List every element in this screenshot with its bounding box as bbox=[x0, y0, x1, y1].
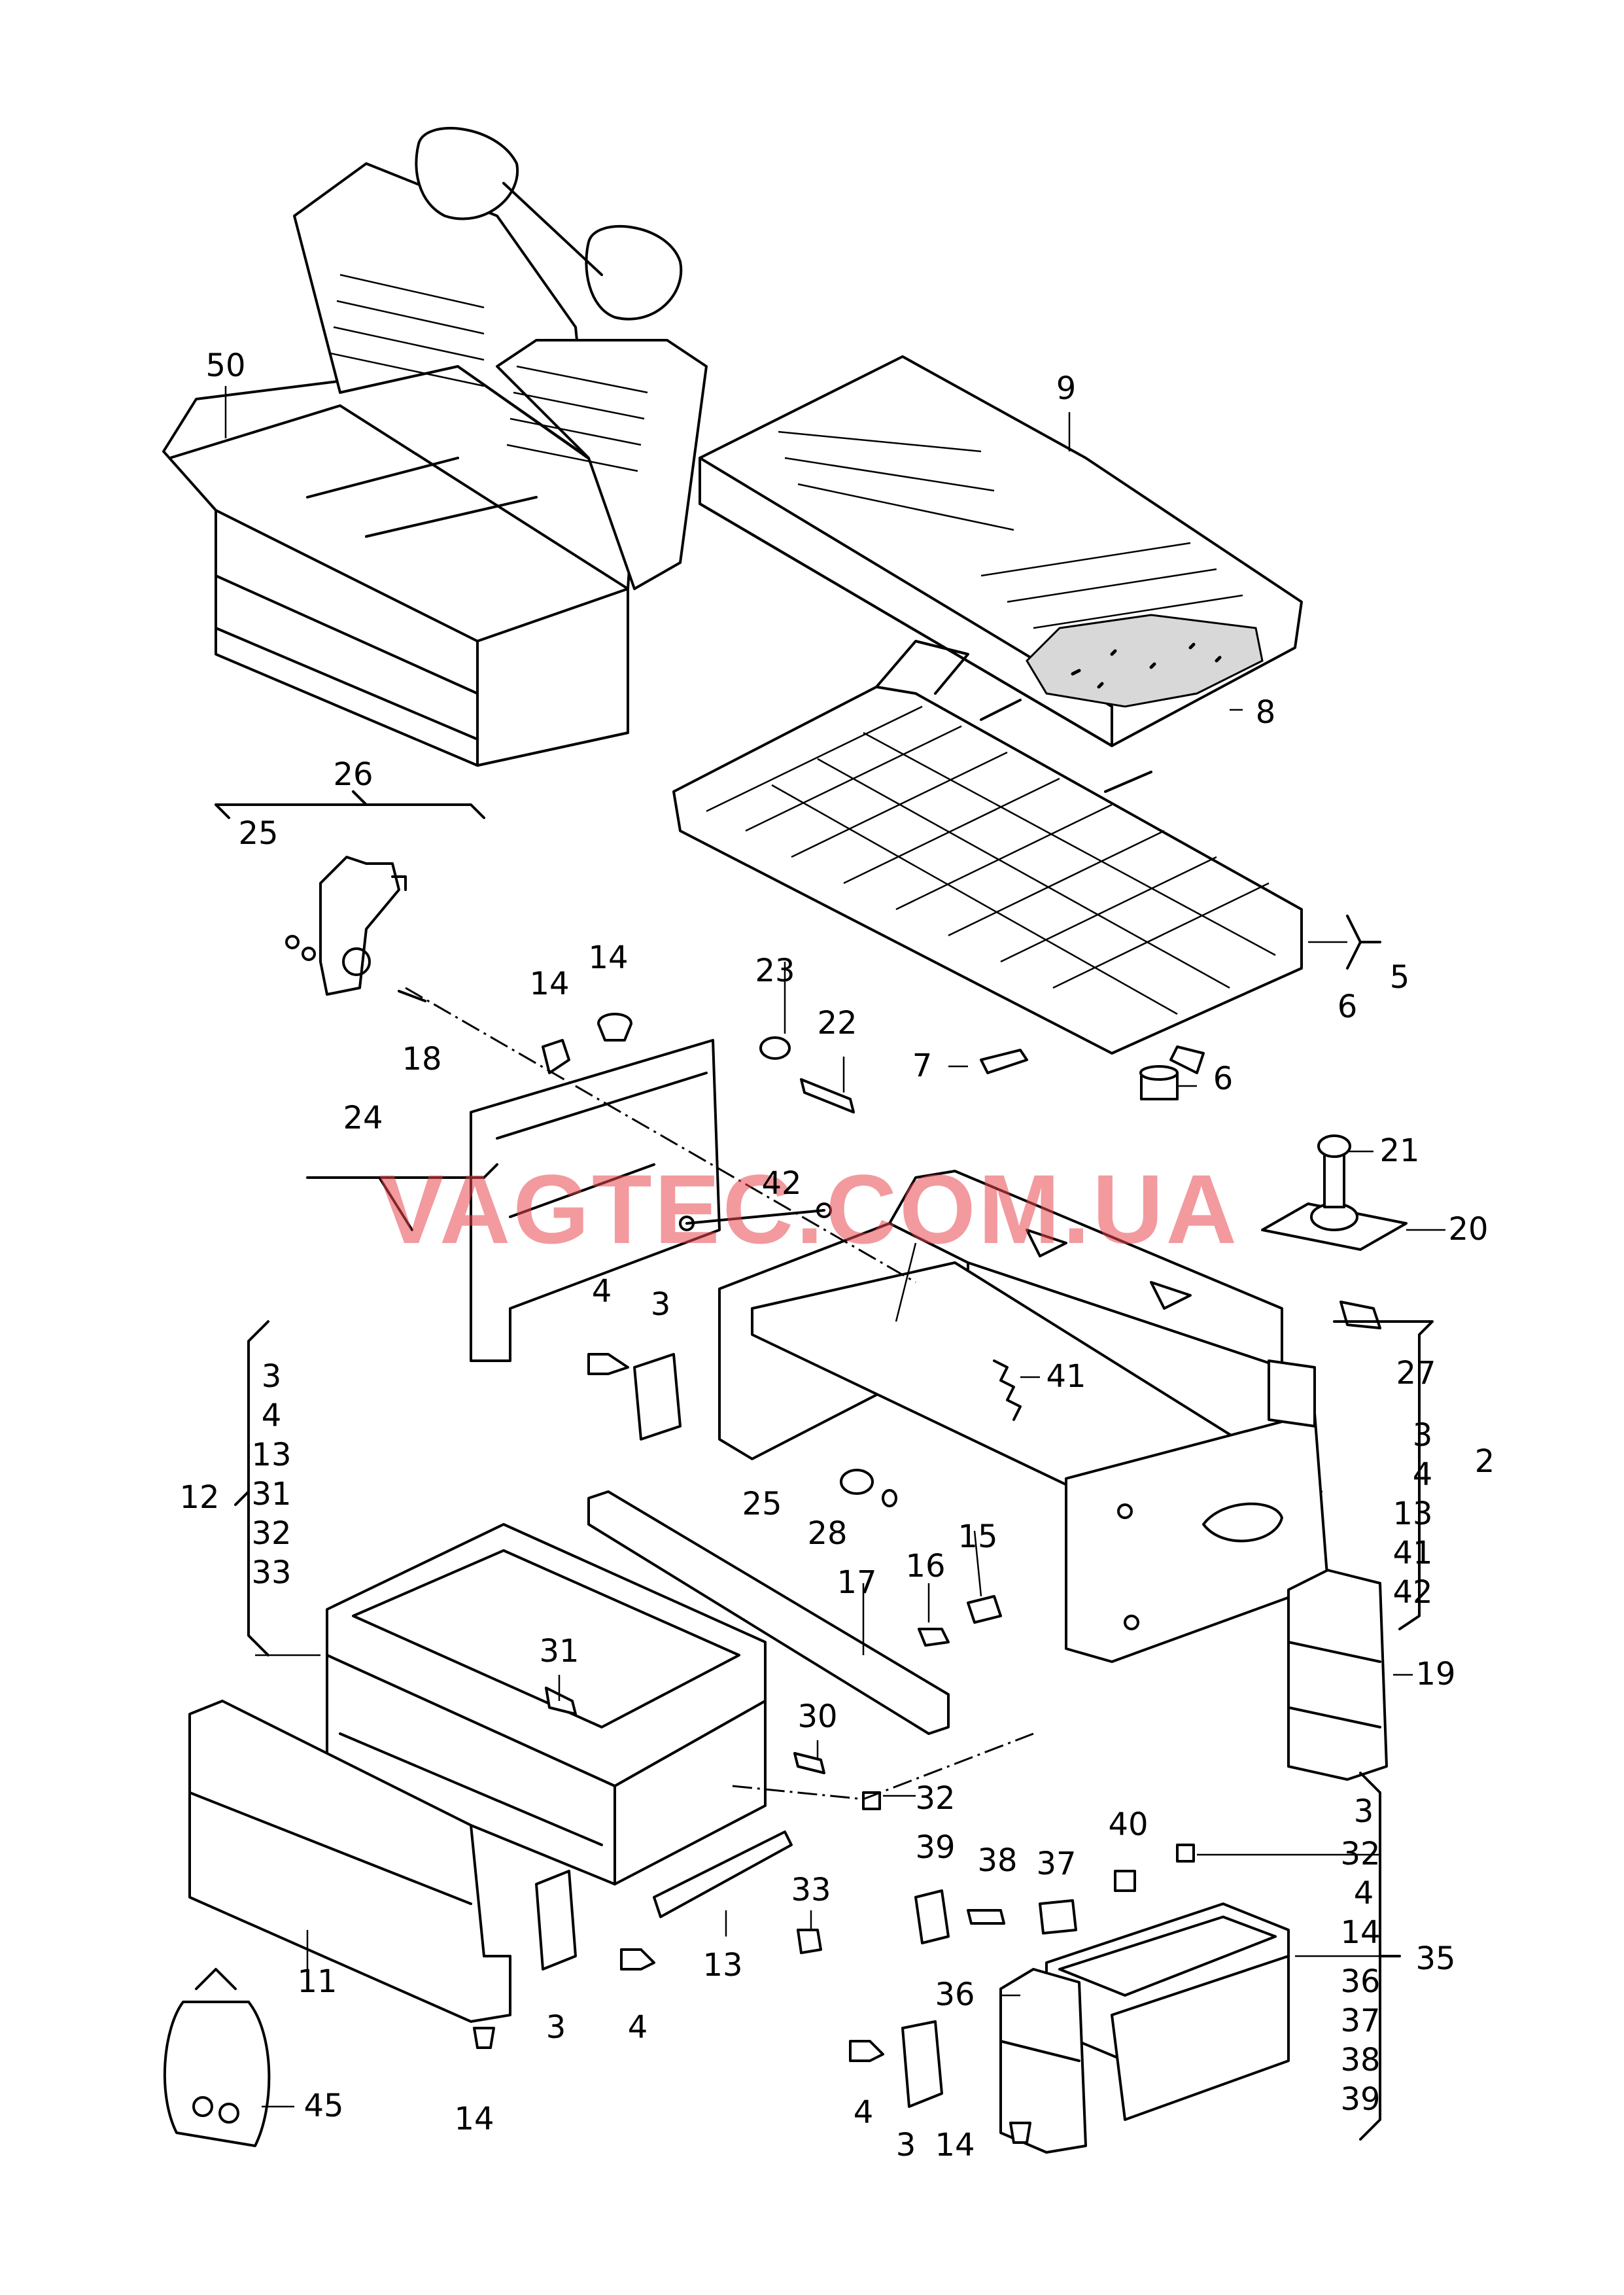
side-cover bbox=[1287, 1569, 1388, 1781]
label-25-washer: 25 bbox=[742, 1486, 782, 1522]
label-4-c: 4 bbox=[854, 2094, 874, 2131]
label-25-latch: 25 bbox=[238, 815, 278, 852]
label-6-bumper: 6 bbox=[1213, 1060, 1234, 1097]
label-14-a: 14 bbox=[529, 966, 569, 1002]
group-35-item: 39 bbox=[1340, 2081, 1380, 2118]
group-2-item: 13 bbox=[1392, 1496, 1432, 1532]
label-3-c: 3 bbox=[896, 2127, 916, 2164]
group-2-item: 4 bbox=[1413, 1456, 1433, 1493]
label-22: 22 bbox=[817, 1005, 857, 1042]
label-3-a: 3 bbox=[651, 1286, 671, 1323]
label-6: 6 bbox=[1338, 989, 1358, 1025]
label-19: 19 bbox=[1415, 1656, 1455, 1692]
group-braces bbox=[215, 790, 1434, 2141]
label-45: 45 bbox=[303, 2088, 343, 2124]
label-14-c: 14 bbox=[454, 2101, 494, 2137]
label-18: 18 bbox=[402, 1041, 441, 1077]
small-box bbox=[999, 1902, 1290, 2154]
label-2: 2 bbox=[1475, 1443, 1495, 1480]
group-35-list: 3 32 4 14 36 37 38 39 bbox=[1340, 1793, 1380, 2118]
label-38: 38 bbox=[977, 1842, 1017, 1879]
group-12-item: 31 bbox=[251, 1476, 291, 1513]
rail-strip bbox=[587, 1490, 950, 1735]
label-28: 28 bbox=[807, 1515, 847, 1552]
group-12-item: 33 bbox=[251, 1554, 291, 1591]
label-8: 8 bbox=[1256, 694, 1276, 731]
label-14-b: 14 bbox=[588, 939, 628, 976]
label-21: 21 bbox=[1379, 1132, 1419, 1169]
drawer bbox=[326, 1523, 767, 1885]
label-5: 5 bbox=[1390, 959, 1410, 996]
label-20: 20 bbox=[1448, 1211, 1488, 1248]
label-27: 27 bbox=[1396, 1355, 1436, 1392]
hinge-bracket bbox=[1261, 1134, 1408, 1251]
label-14-d: 14 bbox=[935, 2127, 975, 2164]
label-4-b: 4 bbox=[628, 2009, 648, 2046]
seat-cushion bbox=[699, 355, 1303, 747]
label-24: 24 bbox=[343, 1100, 383, 1136]
small-parts bbox=[473, 1013, 1381, 2144]
group-12-list: 3 4 13 31 32 33 bbox=[251, 1358, 291, 1591]
front-trim bbox=[188, 1700, 511, 2023]
group-35-item: 32 bbox=[1340, 1836, 1380, 1872]
group-35-item: 3 bbox=[1354, 1793, 1374, 1830]
hardware-bag bbox=[163, 1968, 271, 2147]
label-4-a: 4 bbox=[592, 1273, 612, 1310]
group-2-item: 41 bbox=[1392, 1535, 1432, 1571]
label-16: 16 bbox=[905, 1548, 945, 1585]
side-panel bbox=[470, 1039, 721, 1362]
part-labels: 50 9 8 26 25 14 14 23 22 7 6 6 5 18 24 4… bbox=[179, 347, 1494, 2164]
group-12-item: 32 bbox=[251, 1515, 291, 1552]
label-13: 13 bbox=[702, 1947, 742, 1984]
label-42: 42 bbox=[761, 1165, 801, 1202]
leader-lines bbox=[224, 386, 1445, 2108]
label-35: 35 bbox=[1415, 1940, 1455, 1977]
label-33: 33 bbox=[791, 1872, 831, 1908]
label-26: 26 bbox=[333, 756, 373, 793]
label-41: 41 bbox=[1046, 1358, 1086, 1395]
label-36: 36 bbox=[935, 1976, 975, 2013]
group-35-item: 38 bbox=[1340, 2042, 1380, 2078]
assembly-axes bbox=[405, 987, 1034, 1800]
group-35-item: 14 bbox=[1340, 1914, 1380, 1951]
label-11: 11 bbox=[297, 1963, 337, 2000]
label-12: 12 bbox=[179, 1479, 219, 1516]
group-35-item: 4 bbox=[1354, 1875, 1374, 1912]
group-2-item: 42 bbox=[1392, 1574, 1432, 1611]
label-32: 32 bbox=[915, 1780, 955, 1817]
label-37: 37 bbox=[1036, 1846, 1076, 1882]
label-3-b: 3 bbox=[546, 2009, 566, 2046]
group-12-item: 3 bbox=[262, 1358, 282, 1395]
label-9: 9 bbox=[1056, 370, 1077, 407]
label-39: 39 bbox=[915, 1829, 955, 1866]
seat-latch bbox=[285, 856, 426, 1002]
label-30: 30 bbox=[797, 1698, 837, 1735]
base-frame bbox=[718, 1170, 1329, 1663]
group-2-item: 3 bbox=[1413, 1417, 1433, 1454]
label-40: 40 bbox=[1108, 1806, 1148, 1843]
label-23: 23 bbox=[755, 953, 795, 989]
group-12-item: 13 bbox=[251, 1437, 291, 1473]
seat-bench bbox=[162, 127, 708, 767]
watermark: VAGTEC.COM.UA bbox=[379, 1154, 1239, 1264]
label-17: 17 bbox=[837, 1564, 876, 1601]
label-31: 31 bbox=[539, 1633, 579, 1670]
label-15: 15 bbox=[958, 1518, 997, 1555]
group-12-item: 4 bbox=[262, 1397, 282, 1434]
label-7: 7 bbox=[912, 1047, 933, 1084]
seat-frame bbox=[672, 640, 1303, 1074]
group-35-item: 37 bbox=[1340, 2003, 1380, 2039]
group-2-list: 3 4 13 41 42 bbox=[1392, 1417, 1432, 1611]
group-35-item: 36 bbox=[1340, 1963, 1380, 2000]
label-50: 50 bbox=[205, 347, 245, 384]
